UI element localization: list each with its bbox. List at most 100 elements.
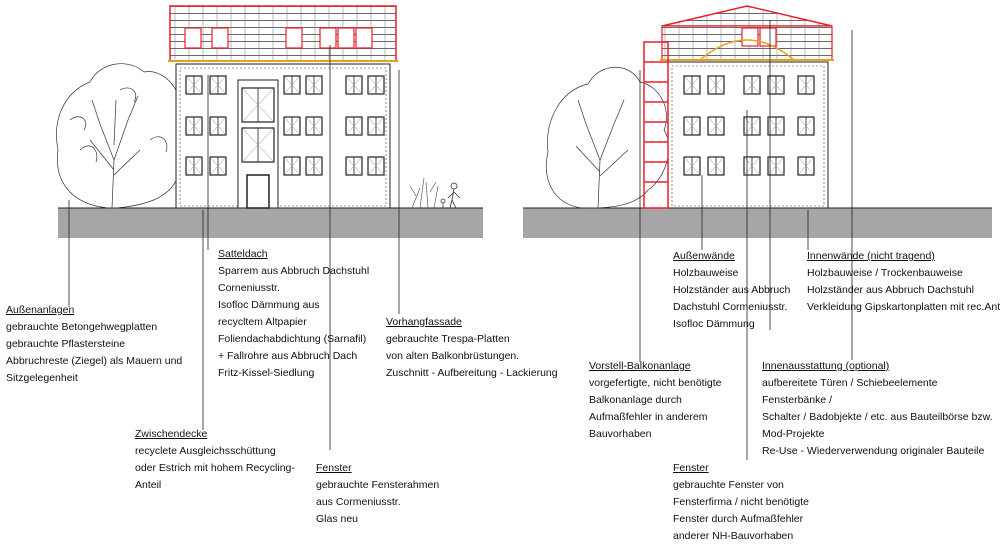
annotation-line: recycltem Altpapier	[218, 316, 307, 328]
tree-right	[546, 67, 670, 209]
facade-window	[707, 116, 725, 136]
annotation-line: von alten Balkonbrüstungen.	[386, 350, 520, 362]
leader-lines	[68, 20, 853, 460]
roof-window	[319, 27, 337, 49]
annotation-line: + Fallrohre aus Abbruch Dach	[218, 350, 358, 362]
roof-window	[184, 27, 202, 49]
facade-window	[345, 156, 363, 176]
annotation-line: Fenster durch Aufmaßfehler	[673, 513, 804, 525]
ground-band-left	[58, 208, 483, 238]
facade-window	[345, 116, 363, 136]
annotation-vorhangfassade: Vorhangfassade gebrauchte Trespa-Platten v…	[386, 314, 558, 382]
annotation-line: Sparrem aus Abbruch Dachstuhl	[218, 265, 370, 277]
roof-window	[337, 27, 355, 49]
annotation-title: Außenanlagen	[6, 304, 75, 316]
annotation-line: Isofloc Dämmung	[673, 318, 755, 330]
facade-window	[241, 127, 275, 163]
annotation-line: gebrauchte Trespa-Platten	[386, 333, 510, 345]
annotation-title: Fenster	[673, 462, 709, 474]
left-building	[168, 5, 398, 209]
annotation-line: Sitzgelegenheit	[6, 372, 78, 384]
bush-left	[409, 177, 439, 209]
annotation-line: Fensterbänke /	[762, 394, 833, 406]
annotation-line: aus Cormeniusstr.	[316, 496, 401, 508]
facade-window	[367, 116, 385, 136]
roof-right	[661, 5, 833, 27]
ground-band-right	[523, 208, 992, 238]
tree-left	[56, 63, 192, 209]
annotation-line: Bauvorhaben	[589, 428, 652, 440]
facade-window	[707, 156, 725, 176]
annotation-line: Fensterfirma / nicht benötigte	[673, 496, 809, 508]
annotation-line: Abbruchreste (Ziegel) als Mauern und	[6, 355, 183, 367]
annotation-fenster-left: Fenster gebrauchte Fensterahmen aus Cormen…	[316, 460, 439, 528]
annotation-title: Vorhangfassade	[386, 316, 462, 328]
annotation-line: Isofloc Dämmung aus	[218, 299, 320, 311]
annotation-line: oder Estrich mit hohem Recycling-	[135, 462, 295, 474]
annotation-line: Corneniusstr.	[218, 282, 280, 294]
annotation-line: Holzbauweise / Trockenbauweise	[807, 267, 963, 279]
balcony-structure	[643, 41, 669, 209]
facade-window	[241, 87, 275, 123]
facade-window	[283, 75, 301, 95]
facade-window	[185, 156, 203, 176]
facade-window	[185, 116, 203, 136]
annotation-line: Verkleidung Gipskartonplatten mit rec.An…	[807, 301, 1000, 313]
facade-window	[797, 116, 815, 136]
annotation-line: Foliendachabdichtung (Sarnafil)	[218, 333, 367, 345]
annotation-line: aufbereitete Türen / Schiebeelemente	[762, 377, 938, 389]
annotation-line: Mod-Projekte	[762, 428, 825, 440]
gable-window	[759, 27, 777, 47]
annotation-balkonanlage: Vorstell-Balkonanlage vorgefertigte, nich…	[589, 358, 722, 443]
facade-window	[305, 75, 323, 95]
facade-window	[283, 116, 301, 136]
facade-window	[209, 116, 227, 136]
annotation-line: Holzständer aus Abbruch	[673, 284, 791, 296]
annotation-line: gebrauchte Fensterahmen	[316, 479, 440, 491]
facade-window	[743, 75, 761, 95]
left-elevation	[56, 5, 483, 238]
annotation-line: Holzständer aus Abbruch Dachstuhl	[807, 284, 974, 296]
annotation-title: Innenausstattung (optional)	[762, 360, 890, 372]
facade-window	[209, 156, 227, 176]
facade-window	[185, 75, 203, 95]
annotation-innenwaende: Innenwände (nicht tragend) Holzbauweise /…	[807, 248, 1000, 316]
annotation-line: Aufmaßfehler in anderem	[589, 411, 708, 423]
person-figure	[440, 182, 461, 209]
annotation-title: Fenster	[316, 462, 352, 474]
facade-window	[743, 116, 761, 136]
annotation-line: Zuschnitt - Aufbereitung - Lackierung	[386, 367, 558, 379]
annotation-line: vorgefertigte, nicht benötigte	[589, 377, 722, 389]
facade-window	[367, 156, 385, 176]
facade-window	[305, 156, 323, 176]
facade-window	[743, 156, 761, 176]
annotation-title: Innenwände (nicht tragend)	[807, 250, 935, 262]
gable-window	[741, 27, 759, 47]
annotation-innenausstattung: Innenausstattung (optional) aufbereitete …	[762, 358, 993, 460]
facade-window	[767, 156, 785, 176]
facade-window	[767, 75, 785, 95]
annotation-line: Dachstuhl Cormeniusstr.	[673, 301, 788, 313]
facade-window	[345, 75, 363, 95]
annotation-line: Glas neu	[316, 513, 359, 525]
annotation-line: gebrauchte Fenster von	[673, 479, 784, 491]
facade-window	[283, 156, 301, 176]
annotation-line: gebrauchte Pflastersteine	[6, 338, 126, 350]
facade-window	[683, 75, 701, 95]
annotation-title: Vorstell-Balkonanlage	[589, 360, 691, 372]
facade-window	[683, 156, 701, 176]
annotation-line: Fritz-Kissel-Siedlung	[218, 367, 315, 379]
annotation-line: Re-Use - Wiederverwendung originaler Bau…	[762, 445, 985, 457]
annotation-line: recyclete Ausgleichsschüttung	[135, 445, 276, 457]
annotation-title: Satteldach	[218, 248, 268, 260]
right-elevation	[523, 5, 992, 238]
facade-window	[305, 116, 323, 136]
roof-window	[355, 27, 373, 49]
roof-window	[211, 27, 229, 49]
facade-window	[683, 116, 701, 136]
